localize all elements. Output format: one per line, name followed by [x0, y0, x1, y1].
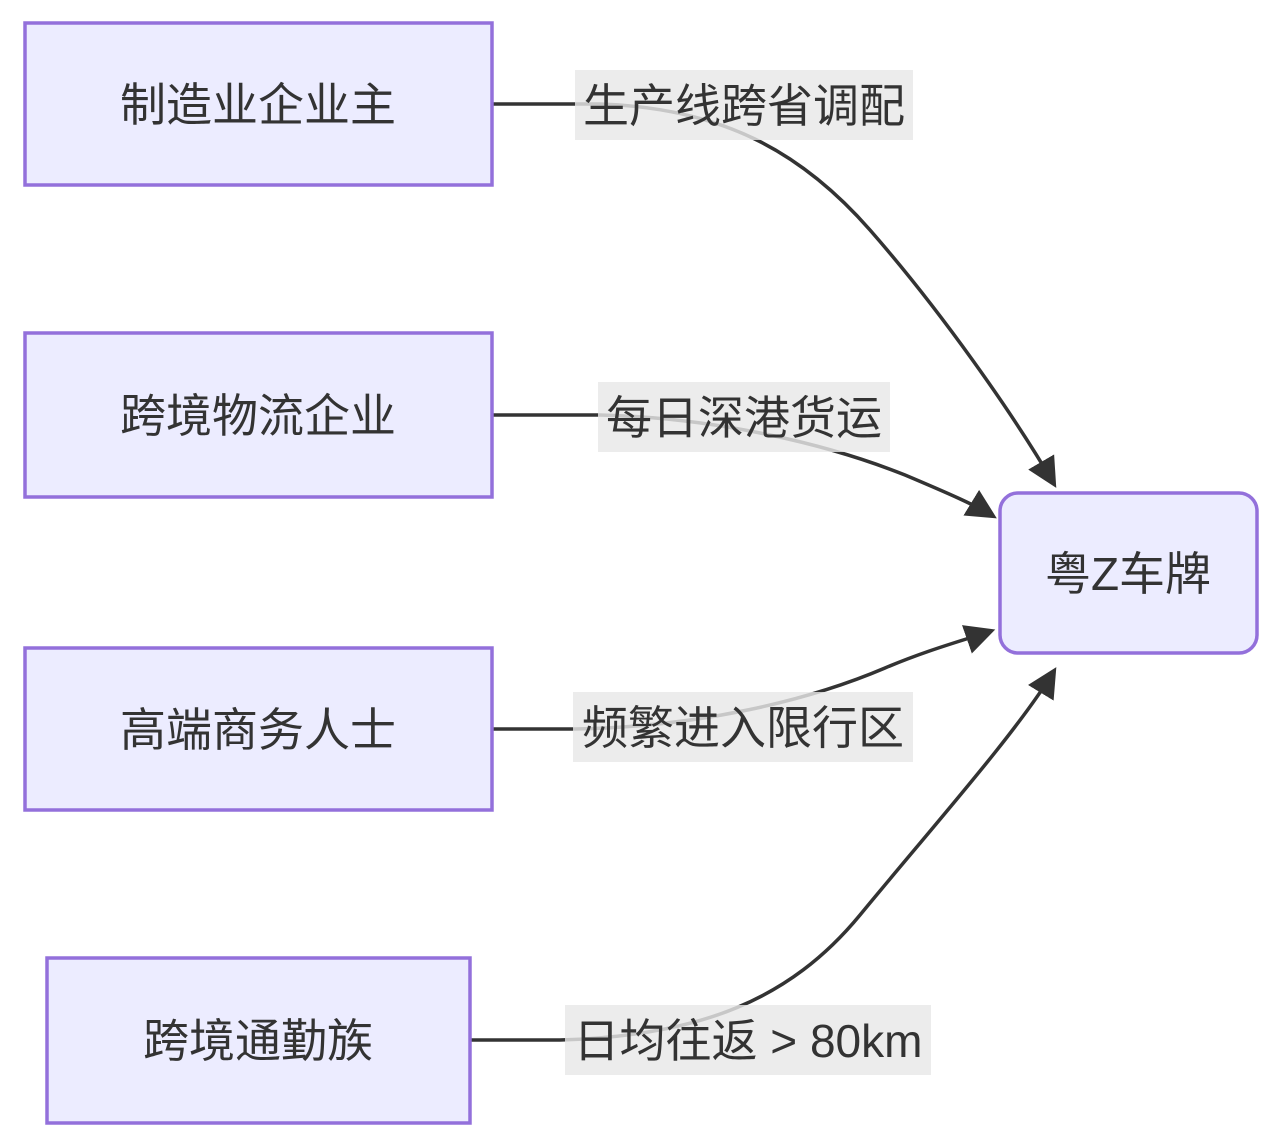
edge-label-text: 日均往返 > 80km	[574, 1015, 923, 1067]
edge-label-bg	[598, 382, 890, 452]
node-yue-z-plate: 粤Z车牌	[998, 491, 1259, 655]
nodes-layer: 制造业企业主 跨境物流企业 高端商务人士 跨境通勤族 粤Z车牌	[23, 21, 1259, 1125]
edge-label-production-line: 生产线跨省调配	[575, 70, 913, 140]
node-manufacturing-owner: 制造业企业主	[23, 21, 494, 187]
edge-label-daily-freight: 每日深港货运	[598, 382, 890, 452]
node-label: 跨境通勤族	[143, 1015, 373, 1067]
node-label: 高端商务人士	[120, 704, 396, 756]
edge-label-bg	[565, 1005, 931, 1075]
node-box	[23, 646, 494, 812]
node-crossborder-logistics: 跨境物流企业	[23, 331, 494, 499]
edge-label-text: 生产线跨省调配	[583, 80, 905, 132]
node-label: 制造业企业主	[120, 79, 396, 131]
edge-label-restricted-zone: 频繁进入限行区	[573, 692, 913, 762]
node-crossborder-commuter: 跨境通勤族	[45, 956, 472, 1125]
edge-label-bg	[573, 692, 913, 762]
node-label: 跨境物流企业	[120, 390, 396, 442]
edge-label-text: 频繁进入限行区	[582, 702, 904, 754]
edge-label-text: 每日深港货运	[606, 392, 882, 444]
node-box	[23, 21, 494, 187]
edge-label-bg	[575, 70, 913, 140]
node-box	[45, 956, 472, 1125]
node-label: 粤Z车牌	[1045, 548, 1211, 600]
edges-layer	[470, 102, 1057, 1042]
edge-labels-layer: 生产线跨省调配 每日深港货运 频繁进入限行区 日均往返 > 80km	[565, 70, 931, 1075]
node-business-people: 高端商务人士	[23, 646, 494, 812]
node-box	[23, 331, 494, 499]
node-box	[998, 491, 1259, 655]
edge-label-daily-roundtrip: 日均往返 > 80km	[565, 1005, 931, 1075]
